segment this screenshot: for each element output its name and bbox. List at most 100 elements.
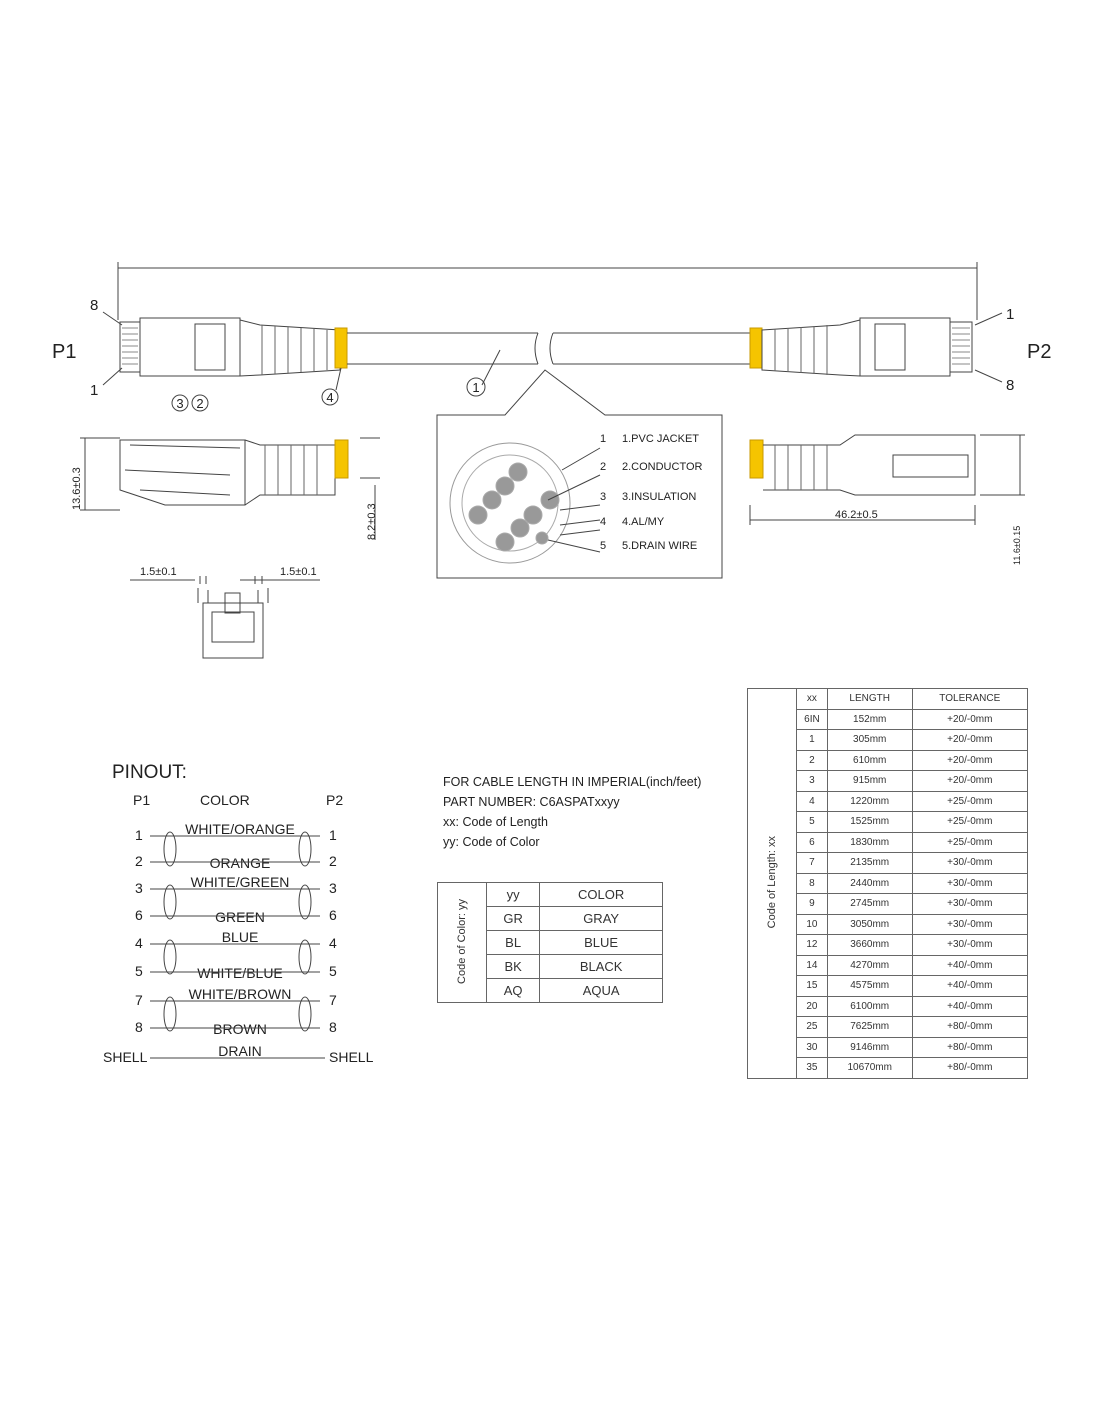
length-value: 152mm	[826, 708, 913, 730]
length-code: 8	[796, 872, 828, 894]
length-code: 2	[796, 749, 828, 771]
length-value: 9146mm	[826, 1036, 913, 1058]
cross-section-label-al-my: 4.AL/MY	[622, 516, 665, 528]
length-value: 4575mm	[826, 975, 913, 997]
cross-section-num-1: 1	[600, 433, 606, 445]
color-code: BL	[485, 930, 541, 955]
length-tolerance: +40/-0mm	[911, 954, 1029, 976]
length-table-header: LENGTH	[826, 688, 913, 710]
pinout-p1-pin: 7	[135, 992, 143, 1008]
length-value: 2135mm	[826, 852, 913, 874]
length-tolerance: +25/-0mm	[911, 811, 1029, 833]
cross-section-num-3: 3	[600, 491, 606, 503]
length-table-header: xx	[796, 688, 828, 710]
length-table-side-label: Code of Length: xx	[747, 688, 797, 1079]
color-code: GR	[485, 906, 541, 931]
length-code: 14	[796, 954, 828, 976]
pinout-p2-pin: 3	[329, 880, 337, 896]
part-number-info: FOR CABLE LENGTH IN IMPERIAL(inch/feet) …	[443, 772, 701, 852]
length-value: 305mm	[826, 729, 913, 751]
callouts: 3 2 4 1	[171, 367, 486, 412]
length-tolerance: +30/-0mm	[911, 852, 1029, 874]
pinout-p2-pin: 8	[329, 1019, 337, 1035]
plug-p1-side-view: 13.6±0.3 8.2±0.3	[71, 437, 380, 540]
color-name: BLACK	[539, 954, 663, 979]
color-code-note: yy: Code of Color	[443, 835, 540, 849]
pinout-title: PINOUT:	[112, 762, 187, 783]
twisted-pair-marker	[163, 996, 177, 1032]
pinout-wire-color: WHITE/ORANGE	[185, 821, 295, 837]
color-code: BK	[485, 954, 541, 979]
twisted-pair-marker	[163, 884, 177, 920]
pin-8-right-label: 8	[1006, 377, 1014, 394]
color-table-side-label: Code of Color: yy	[437, 882, 487, 1003]
length-code-note: xx: Code of Length	[443, 815, 548, 829]
length-tolerance: +80/-0mm	[911, 1036, 1029, 1058]
length-tolerance: +20/-0mm	[911, 749, 1029, 771]
length-code: 35	[796, 1057, 828, 1079]
length-code: 10	[796, 913, 828, 935]
length-value: 1525mm	[826, 811, 913, 833]
pinout-p1-pin: 5	[135, 963, 143, 979]
boot-strain-relief	[334, 327, 348, 369]
pinout-p1-pin: SHELL	[103, 1049, 148, 1065]
pinout-p1-pin: 4	[135, 935, 143, 951]
overall-length-dimension	[117, 262, 978, 320]
length-value: 10670mm	[826, 1057, 913, 1079]
color-name: BLUE	[539, 930, 663, 955]
plug-p1-top-view	[119, 317, 348, 377]
length-tolerance: +30/-0mm	[911, 934, 1029, 956]
plug-p2-label: P2	[1027, 341, 1051, 363]
callout-4: 4	[326, 390, 333, 405]
length-value: 610mm	[826, 749, 913, 771]
length-value: 7625mm	[826, 1016, 913, 1038]
length-value: 1220mm	[826, 790, 913, 812]
length-table-header: TOLERANCE	[911, 688, 1029, 710]
length-code: 15	[796, 975, 828, 997]
length-code: 20	[796, 995, 828, 1017]
cross-section-label-drain-wire: 5.DRAIN WIRE	[622, 540, 697, 552]
pinout-wire-color: WHITE/BLUE	[197, 965, 283, 981]
pinout-p2-pin: 5	[329, 963, 337, 979]
length-tolerance: +80/-0mm	[911, 1057, 1029, 1079]
length-tolerance: +20/-0mm	[911, 708, 1029, 730]
pinout-p1-pin: 3	[135, 880, 143, 896]
length-tolerance: +30/-0mm	[911, 913, 1029, 935]
callout-3: 3	[176, 396, 183, 411]
color-table-header: yy	[485, 882, 541, 907]
length-tolerance: +40/-0mm	[911, 975, 1029, 997]
pinout-p2-pin: 6	[329, 907, 337, 923]
length-value: 6100mm	[826, 995, 913, 1017]
pinout-wire-color: WHITE/GREEN	[191, 874, 290, 890]
length-tolerance: +30/-0mm	[911, 893, 1029, 915]
dim-height-label: 13.6±0.3	[71, 467, 83, 510]
cross-section-label-conductor: 2.CONDUCTOR	[622, 461, 703, 473]
length-code: 4	[796, 790, 828, 812]
length-value: 2745mm	[826, 893, 913, 915]
dim-latch-right-label: 1.5±0.1	[280, 566, 317, 578]
color-code: AQ	[485, 978, 541, 1003]
pinout-p2-pin: 7	[329, 992, 337, 1008]
plug-front-view: 1.5±0.1 1.5±0.1	[130, 566, 320, 659]
pinout-p1-pin: 1	[135, 827, 143, 843]
pinout-header-p1: P1	[133, 792, 150, 808]
part-number: PART NUMBER: C6ASPATxxyy	[443, 795, 620, 809]
pinout-p1-pin: 2	[135, 853, 143, 869]
plug-p1-label: P1	[52, 341, 76, 363]
cross-section-label-pvc-jacket: 1.PVC JACKET	[622, 433, 699, 445]
length-value: 1830mm	[826, 831, 913, 853]
pinout-p1-pin: 8	[135, 1019, 143, 1035]
length-code: 25	[796, 1016, 828, 1038]
length-code: 3	[796, 770, 828, 792]
pin-1-right-label: 1	[1006, 306, 1014, 323]
length-tolerance: +20/-0mm	[911, 729, 1029, 751]
